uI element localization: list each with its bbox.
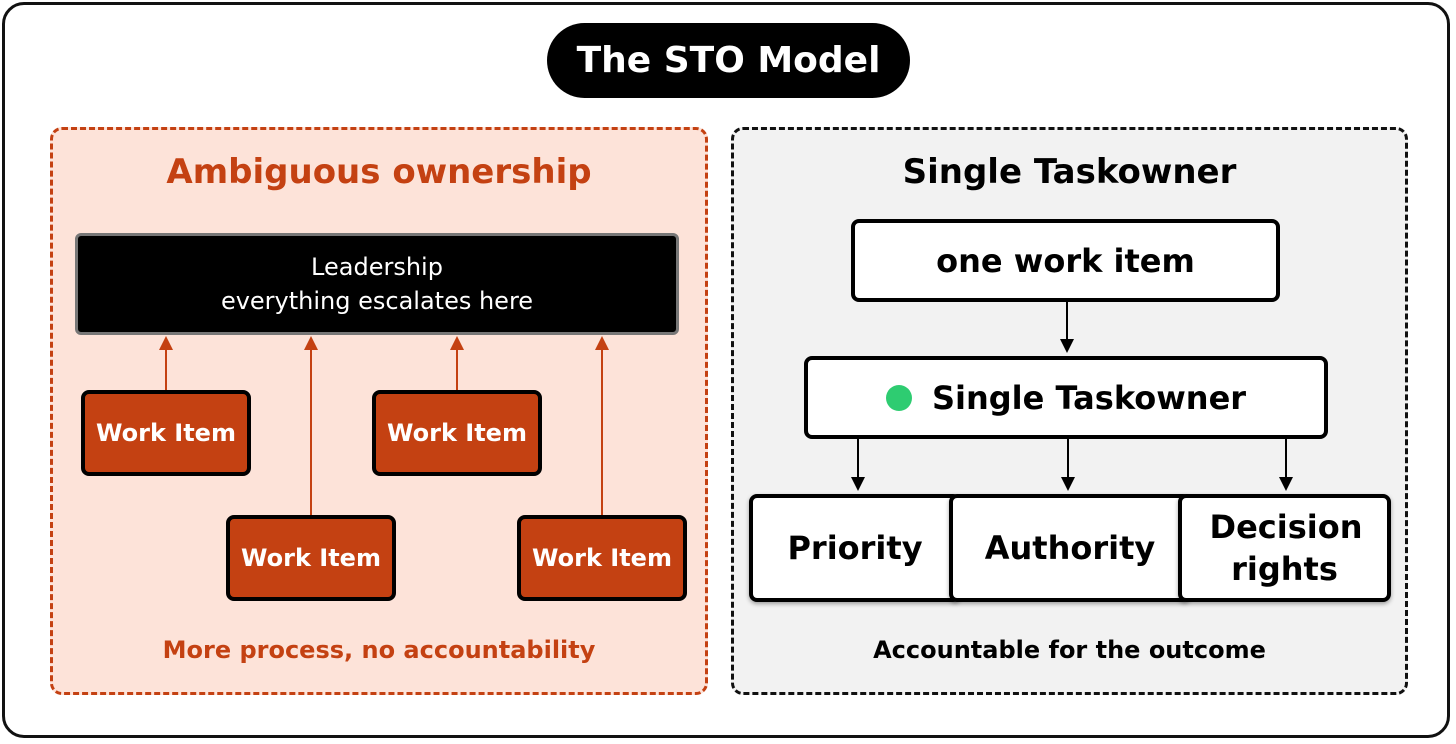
ambiguous-ownership-heading: Ambiguous ownership bbox=[166, 152, 592, 192]
work-item-2: Work Item bbox=[226, 515, 396, 601]
authority-box: Authority bbox=[949, 494, 1191, 602]
single-taskowner-footer: Accountable for the outcome bbox=[873, 636, 1266, 664]
decision-rights-box: Decision rights bbox=[1178, 494, 1391, 602]
single-taskowner-box: Single Taskowner bbox=[804, 356, 1328, 439]
decision-rights-label: Decision rights bbox=[1209, 508, 1363, 588]
diagram-title: The STO Model bbox=[547, 23, 910, 98]
status-dot-icon bbox=[885, 384, 912, 411]
one-work-item-box: one work item bbox=[851, 219, 1280, 302]
work-item-4: Work Item bbox=[517, 515, 687, 601]
single-taskowner-label: Single Taskowner bbox=[931, 378, 1247, 417]
single-taskowner-heading: Single Taskowner bbox=[902, 152, 1237, 192]
leadership-sublabel: everything escalates here bbox=[220, 287, 534, 315]
ambiguous-ownership-footer: More process, no accountability bbox=[162, 636, 596, 664]
leadership-box: Leadership everything escalates here bbox=[75, 233, 679, 335]
work-item-1: Work Item bbox=[81, 390, 251, 476]
leadership-label: Leadership bbox=[311, 253, 443, 281]
work-item-3: Work Item bbox=[372, 390, 542, 476]
